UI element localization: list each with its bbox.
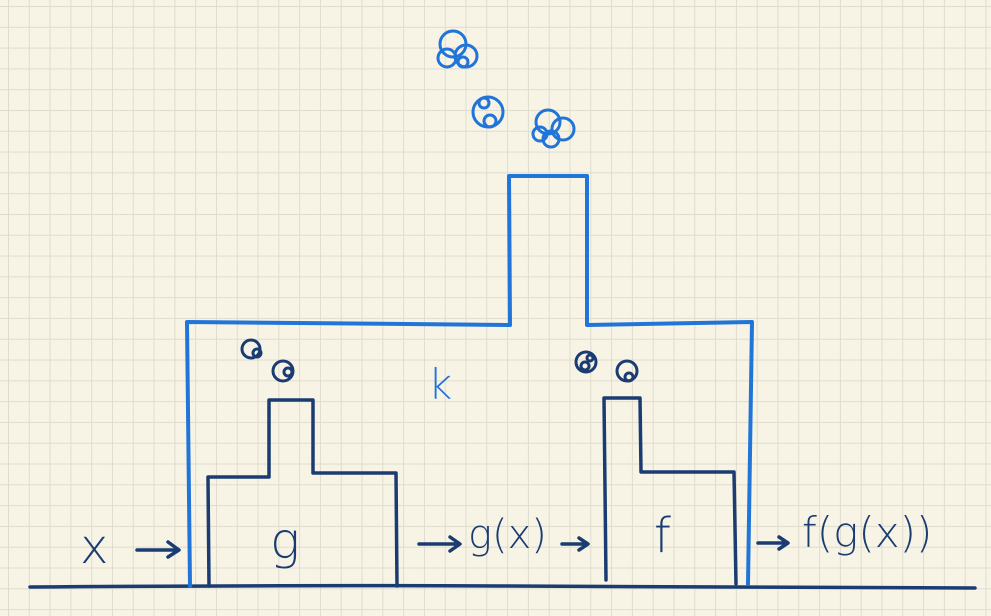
f-output-arrow — [756, 535, 790, 551]
factory-f — [602, 396, 738, 586]
smoke-puff-k-top — [436, 29, 479, 69]
factory-g-label: g — [270, 512, 301, 570]
input-arrow — [135, 540, 181, 559]
factory-f-label: f — [654, 508, 671, 564]
smoke-puff-k-left — [471, 95, 505, 129]
factory-g — [206, 398, 399, 588]
smoke-puff-f — [574, 350, 639, 383]
output-label: f(g(x)) — [802, 508, 933, 557]
gx-to-f-arrow — [560, 536, 590, 552]
input-label: x — [80, 519, 109, 575]
ground-line — [28, 583, 977, 590]
g-to-output-arrow — [417, 535, 462, 553]
smoke-puff-g — [240, 338, 295, 383]
intermediate-label: g(x) — [468, 512, 547, 558]
outer-factory-label: k — [428, 360, 453, 409]
smoke-puff-k-right — [531, 108, 576, 149]
outer-factory-k — [185, 174, 754, 588]
